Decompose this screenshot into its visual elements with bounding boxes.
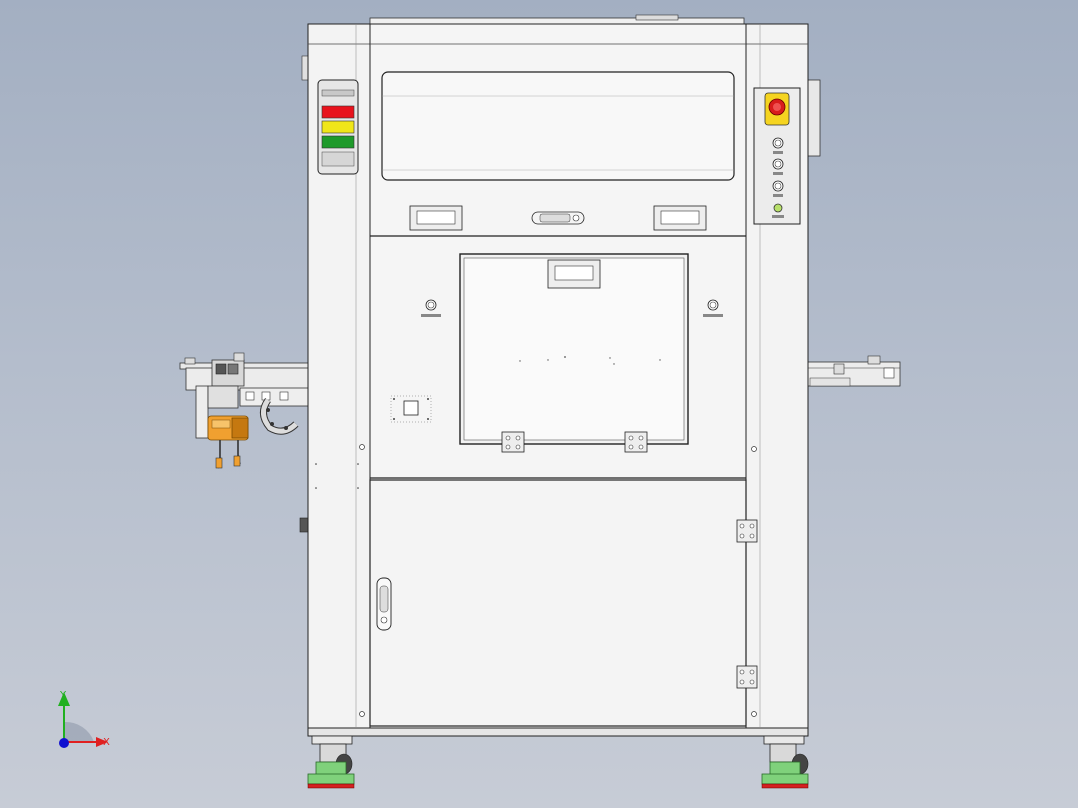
indicator-lamp-icon bbox=[773, 203, 783, 213]
chamber-buttons bbox=[421, 299, 723, 317]
round-button-icon[interactable] bbox=[772, 158, 784, 170]
signal-tower bbox=[317, 79, 359, 175]
upper-panel-handles bbox=[409, 205, 707, 231]
round-button-icon[interactable] bbox=[425, 299, 437, 311]
round-button-icon[interactable] bbox=[772, 180, 784, 192]
axis-triad: Y X bbox=[58, 690, 110, 748]
control-panel bbox=[753, 87, 801, 225]
upper-viewing-window bbox=[381, 71, 735, 181]
signal-lamp-red bbox=[321, 105, 355, 119]
lower-cabinet-door bbox=[369, 479, 758, 727]
signal-lamp-green bbox=[321, 135, 355, 149]
left-conveyor bbox=[179, 352, 311, 469]
y-axis-label: Y bbox=[59, 690, 67, 701]
round-button-icon[interactable] bbox=[772, 137, 784, 149]
access-plate bbox=[390, 395, 432, 423]
round-button-icon[interactable] bbox=[707, 299, 719, 311]
right-conveyor bbox=[805, 355, 901, 387]
x-axis-label: X bbox=[103, 737, 110, 748]
leveling-foot-left bbox=[307, 735, 355, 789]
process-chamber bbox=[459, 253, 689, 453]
side-bolts bbox=[315, 444, 757, 717]
signal-lamp-yellow bbox=[321, 120, 355, 134]
leveling-foot-right bbox=[761, 735, 809, 789]
